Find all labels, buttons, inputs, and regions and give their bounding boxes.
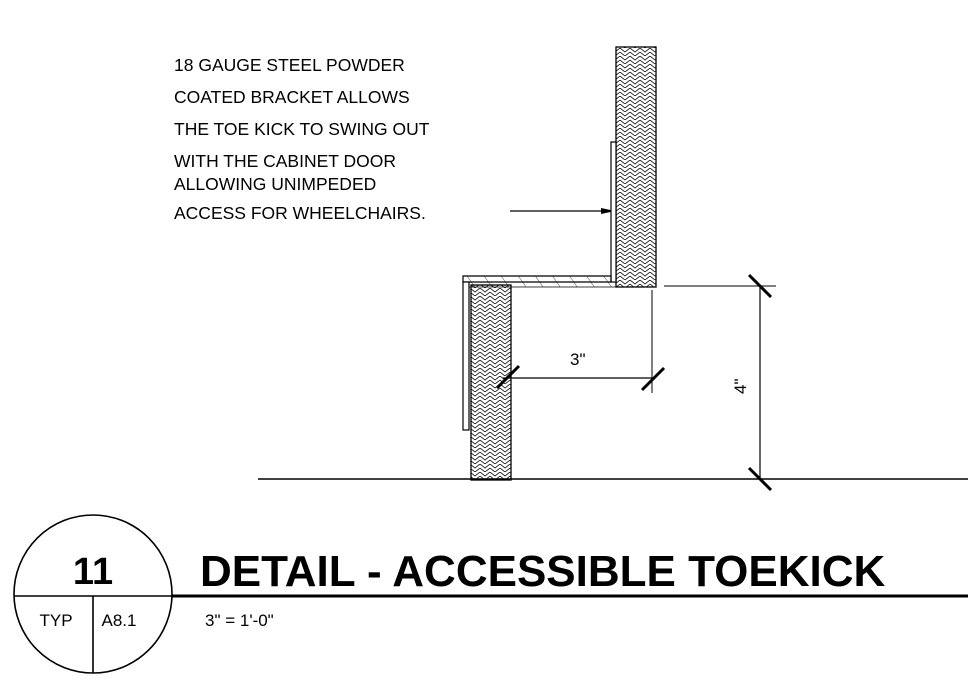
note-line-1: 18 GAUGE STEEL POWDER [174,55,405,75]
note-line-4: WITH THE CABINET DOOR [174,151,396,171]
detail-tag: 11 TYP A8.1 [13,514,173,674]
bracket-note: 18 GAUGE STEEL POWDER COATED BRACKET ALL… [174,55,430,223]
door-panel [615,46,657,288]
dimension-4in-label: 4" [731,379,750,395]
dimension-3in-label: 3" [570,350,586,369]
dimension-3in: 3" [495,290,666,393]
note-line-5: ALLOWING UNIMPEDED [174,174,376,194]
detail-title: DETAIL - ACCESSIBLE TOEKICK [200,547,886,596]
note-line-6: ACCESS FOR WHEELCHAIRS. [174,203,426,223]
steel-bracket [462,141,617,431]
note-line-3: THE TOE KICK TO SWING OUT [174,119,430,139]
toe-kick-panel [470,284,512,481]
detail-scale: 3" = 1'-0" [205,611,274,630]
note-line-2: COATED BRACKET ALLOWS [174,87,410,107]
detail-number: 11 [73,551,113,593]
detail-typ-label: TYP [39,611,72,630]
dimension-4in: 4" [664,273,776,492]
detail-sheet-ref: A8.1 [102,611,137,630]
